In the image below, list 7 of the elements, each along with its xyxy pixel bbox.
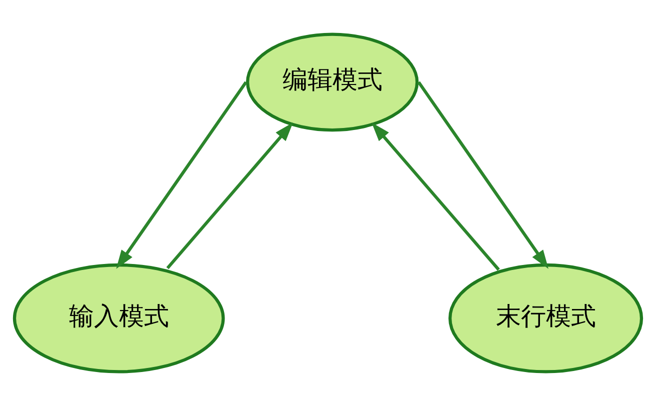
arrow	[116, 81, 248, 269]
node-ellipse: 编辑模式	[246, 32, 419, 132]
arrow	[417, 81, 548, 269]
arrow	[166, 122, 294, 270]
node-ellipse: 末行模式	[448, 263, 644, 374]
node-ellipse: 输入模式	[12, 263, 225, 374]
arrow	[372, 122, 500, 271]
